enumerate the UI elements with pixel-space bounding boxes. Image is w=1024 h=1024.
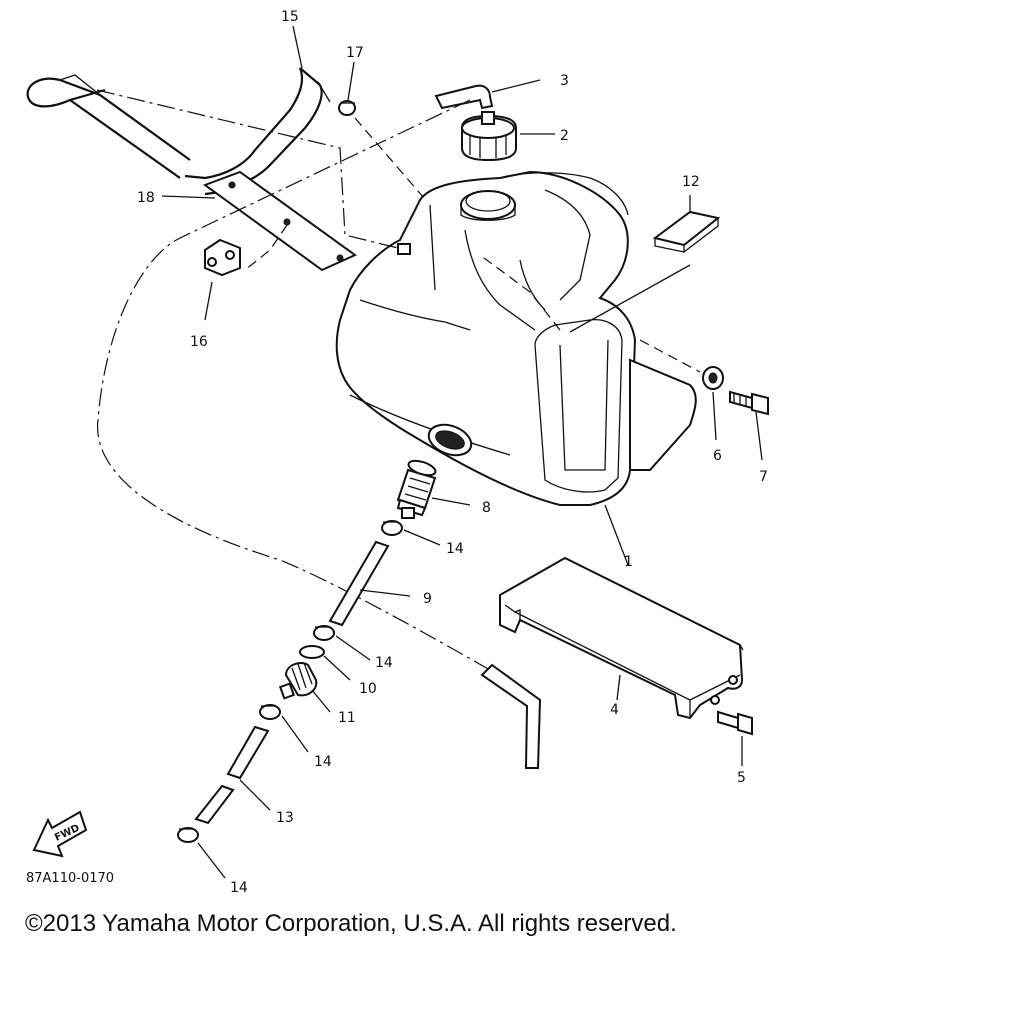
clamp-14-d <box>177 827 226 879</box>
tank-bracket-4 <box>499 556 744 720</box>
routing-line-c <box>479 254 561 331</box>
clamp-14-b <box>313 625 371 661</box>
fuel-filter-8 <box>396 459 471 519</box>
part-label-4: 4 <box>610 702 619 718</box>
grommet-6 <box>702 366 724 441</box>
part-label-18: 18 <box>137 190 155 206</box>
part-label-2: 2 <box>560 128 569 144</box>
part-label-15: 15 <box>281 9 299 25</box>
clip-16 <box>204 238 241 321</box>
strainer-11 <box>278 662 331 713</box>
leader-line-15 <box>292 25 303 69</box>
diagram-code: 87A110-0170 <box>26 871 114 886</box>
part-label-6: 6 <box>713 448 722 464</box>
overflow-pipe <box>480 663 542 769</box>
fuel-pipe-9 <box>328 540 411 627</box>
bracket-plate-18 <box>161 170 357 272</box>
washer-10 <box>299 645 351 681</box>
leader-line-17 <box>347 61 355 101</box>
part-label-5: 5 <box>737 770 746 786</box>
forward-arrow-icon: FWD <box>32 810 88 858</box>
part-label-11: 11 <box>338 710 356 726</box>
part-label-9: 9 <box>423 591 432 607</box>
part-label-16: 16 <box>190 334 208 350</box>
fuel-tank-1 <box>335 170 697 566</box>
routing-line-a <box>96 89 399 249</box>
copyright-notice: ©2013 Yamaha Motor Corporation, U.S.A. A… <box>25 910 677 937</box>
part-label-14b: 14 <box>375 655 393 671</box>
part-label-10: 10 <box>359 681 377 697</box>
part-label-13: 13 <box>276 810 294 826</box>
breather-hose-15 <box>26 67 331 196</box>
clamp-14-c <box>259 704 309 753</box>
pipe-13 <box>194 725 271 825</box>
part-label-14d: 14 <box>230 880 248 896</box>
routing-line-d <box>97 99 491 671</box>
part-label-8: 8 <box>482 500 491 516</box>
part-label-14c: 14 <box>314 754 332 770</box>
part-label-3: 3 <box>560 73 569 89</box>
bolt-5 <box>717 710 753 766</box>
part-label-7: 7 <box>759 469 768 485</box>
part-label-17: 17 <box>346 45 364 61</box>
pad-12 <box>652 195 721 253</box>
routing-line-b <box>639 339 701 373</box>
vent-hose-3 <box>434 79 541 110</box>
part-label-14a: 14 <box>446 541 464 557</box>
part-label-12: 12 <box>682 174 700 190</box>
part-label-1: 1 <box>624 554 633 570</box>
clamp-14-a <box>381 520 441 546</box>
fuel-cap-2 <box>461 111 555 162</box>
bolt-7 <box>729 390 769 461</box>
leader-line-12 <box>569 264 691 333</box>
